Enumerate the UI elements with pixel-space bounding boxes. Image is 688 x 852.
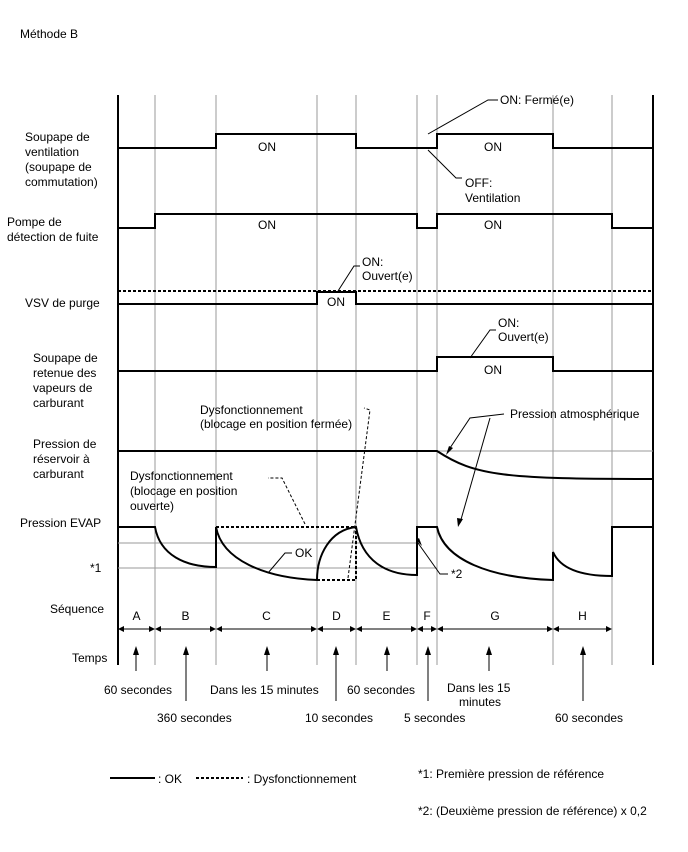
arrowhead-ref2 (416, 538, 422, 546)
sequence-arrowhead (317, 626, 323, 632)
evap-pressure-trace (118, 525, 653, 582)
leader-on-ferme (427, 99, 498, 135)
annotation-ref2: *2 (451, 567, 463, 581)
time-arrowhead (333, 646, 339, 655)
legend-malfunction-label: : Dysfonctionnement (247, 772, 357, 786)
sequence-arrowhead (411, 626, 417, 632)
pump-on-label-1: ON (258, 218, 276, 232)
time-arrowhead (183, 646, 189, 655)
row-label-purge-vsv: VSV de purge (25, 296, 100, 310)
time-arrows (133, 646, 586, 701)
annotation-on-ferme: ON: Fermé(e) (500, 93, 574, 107)
time-label-a: 60 secondes (104, 683, 172, 697)
annotation-dys-fermee: Dysfonctionnement (blocage en position f… (200, 403, 352, 431)
sequence-arrowhead (216, 626, 222, 632)
leader-atm-1 (447, 413, 505, 452)
leader-off-vent (427, 149, 462, 179)
time-arrowhead (133, 646, 139, 655)
annotation-dys-ouverte: Dysfonctionnement (blocage en position o… (130, 469, 241, 513)
purge-vsv-trace (118, 291, 653, 305)
sequence-arrowhead (155, 626, 161, 632)
sequence-arrowhead (149, 626, 155, 632)
sequence-band: A B C D E F G H (118, 609, 612, 632)
tank-pressure-trace (118, 450, 654, 480)
time-label-g: Dans les 15 minutes (447, 681, 514, 709)
evap-malfunction-closed-trace (317, 527, 357, 581)
arrowhead-atm-1 (446, 446, 453, 455)
time-arrowhead (580, 646, 586, 655)
leader-dys-fermee (347, 407, 371, 579)
row-label-leak-pump: Pompe de détection de fuite (7, 215, 99, 244)
leader-atm-2 (459, 417, 491, 524)
row-label-first-reference: *1 (90, 561, 102, 575)
row-label-check-valve: Soupape de retenue des vapeurs de carbur… (33, 351, 101, 410)
sequence-arrowhead (350, 626, 356, 632)
sequence-letter: G (490, 609, 499, 623)
check-valve-trace (118, 356, 653, 372)
sequence-letter: C (262, 609, 271, 623)
time-label-b: 360 secondes (157, 711, 232, 725)
vent-on-label-1: ON (258, 140, 276, 154)
sequence-letter: A (132, 609, 140, 623)
sequence-letter: H (578, 609, 587, 623)
time-arrowhead (264, 646, 270, 655)
sequence-letter: D (332, 609, 341, 623)
time-label-h: 60 secondes (555, 711, 623, 725)
row-label-time: Temps (72, 651, 107, 665)
sequence-arrowhead (547, 626, 553, 632)
leader-dys-ouverte (268, 477, 306, 525)
pump-on-label-2: ON (484, 218, 502, 232)
time-label-d: 10 secondes (305, 711, 373, 725)
diagram-title: Méthode B (20, 27, 78, 41)
sequence-letter: B (181, 609, 189, 623)
leader-on-ouvert-check (469, 329, 496, 359)
legend-note-1: *1: Première pression de référence (418, 767, 604, 781)
sequence-arrowhead (553, 626, 559, 632)
vent-valve-trace (118, 133, 653, 149)
annotation-off-vent: OFF: Ventilation (465, 176, 520, 205)
annotation-ok: OK (295, 546, 312, 560)
leader-ref2 (417, 542, 448, 575)
leak-pump-trace (118, 213, 653, 229)
annotation-on-ouvert-check: ON: Ouvert(e) (498, 316, 549, 344)
time-label-c: Dans les 15 minutes (210, 683, 319, 697)
sequence-arrowhead (606, 626, 612, 632)
time-arrowhead (486, 646, 492, 655)
sequence-letter: F (423, 609, 430, 623)
leader-on-ouvert-vsv (337, 265, 360, 292)
check-on-label: ON (484, 363, 502, 377)
sequence-arrowhead (311, 626, 317, 632)
sequence-arrowhead (417, 626, 423, 632)
row-label-evap-pressure: Pression EVAP (20, 516, 101, 530)
legend-ok-label: : OK (158, 772, 182, 786)
sequence-arrowhead (431, 626, 437, 632)
sequence-arrowhead (356, 626, 362, 632)
time-label-f: 5 secondes (404, 711, 465, 725)
time-arrowhead (425, 646, 431, 655)
sequence-arrowhead (437, 626, 443, 632)
row-label-sequence: Séquence (50, 602, 104, 616)
annotation-pression-atm: Pression atmosphérique (510, 407, 640, 421)
arrowhead-atm-2 (457, 518, 463, 527)
sequence-arrowhead (210, 626, 216, 632)
time-label-e: 60 secondes (347, 683, 415, 697)
row-label-tank-pressure: Pression de réservoir à carburant (33, 437, 100, 481)
vent-on-label-2: ON (484, 140, 502, 154)
sequence-arrowhead (118, 626, 124, 632)
row-label-vent-valve: Soupape de ventilation (soupape de commu… (25, 130, 98, 189)
legend-note-2: *2: (Deuxième pression de référence) x 0… (418, 804, 647, 818)
time-arrowhead (384, 646, 390, 655)
annotation-on-ouvert-vsv: ON: Ouvert(e) (362, 255, 413, 283)
vsv-on-label: ON (327, 295, 345, 309)
sequence-letter: E (382, 609, 390, 623)
leader-ok (267, 552, 292, 574)
